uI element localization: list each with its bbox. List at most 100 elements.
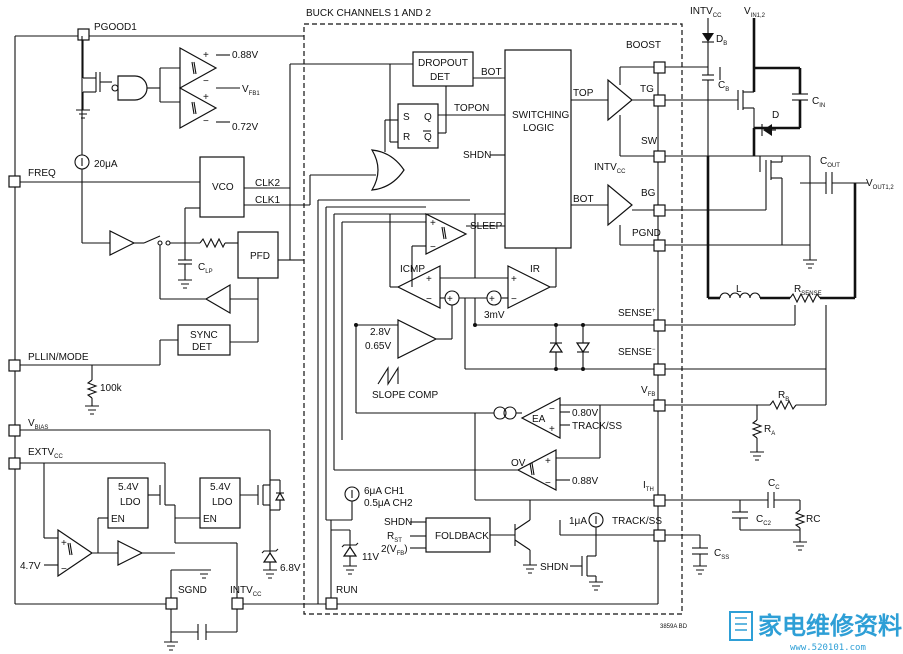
ldo1-en: EN: [111, 514, 125, 525]
ldo2-en: EN: [203, 514, 217, 525]
pin-tg[interactable]: [653, 94, 666, 107]
shdn-logic-label: SHDN: [463, 150, 491, 161]
sr-latch: [397, 103, 439, 149]
label-boost: BOOST: [626, 40, 661, 51]
pin-pllin[interactable]: [8, 359, 21, 372]
left-wiring: [14, 35, 304, 605]
svg-text:−: −: [426, 294, 432, 305]
label-072v: 0.72V: [232, 122, 258, 133]
resistor-rc: [794, 509, 806, 529]
slope-comp-buffer: [397, 319, 438, 359]
svg-text:+: +: [489, 294, 495, 305]
label-sense-p: SENSE+: [618, 308, 656, 319]
label-100k: 100k: [100, 383, 123, 394]
label-intvcc: INTVCC: [230, 585, 262, 598]
watermark: 家电维修资料网 www.520101.com: [729, 611, 903, 653]
label-intvcc-mid: INTVCC: [594, 162, 626, 175]
label-vout: VOUT1,2: [866, 178, 894, 191]
label-20ua: 20μA: [94, 159, 118, 170]
ov-label: OV: [511, 458, 526, 469]
pgood-comparator-upper: [179, 46, 218, 90]
slope-comp-label: SLOPE COMP: [372, 390, 438, 401]
foldback-block: [425, 517, 491, 553]
pin-sense-n[interactable]: [653, 363, 666, 376]
pin-sgnd[interactable]: [165, 597, 178, 610]
label-sense-n: SENSE−: [618, 347, 656, 358]
watermark-text: 家电维修资料网: [758, 612, 903, 640]
left-pins: [8, 28, 338, 610]
label-ith: ITH: [643, 480, 654, 493]
det-label: DET: [192, 342, 212, 353]
ldo2-vout: 5.4V: [210, 482, 231, 493]
label-1ua: 1μA: [569, 516, 587, 527]
topon-label: TOPON: [454, 103, 489, 114]
label-cin: CIN: [812, 96, 825, 109]
clk2-label: CLK2: [255, 178, 280, 189]
error-amplifier: [520, 397, 561, 439]
switching-logic-block: [504, 49, 572, 249]
ldo-1-block: [107, 477, 149, 529]
freq-buffer: [109, 230, 136, 256]
pin-sense-p[interactable]: [653, 319, 666, 332]
logic-label: LOGIC: [523, 123, 554, 134]
ldo-circuit: + −: [20, 429, 326, 651]
label-sw: SW: [641, 136, 658, 147]
pin-pgnd[interactable]: [653, 239, 666, 252]
label-47v: 4.7V: [20, 561, 41, 572]
svg-text:−: −: [203, 76, 209, 87]
ldo1-vout: 5.4V: [118, 482, 139, 493]
pin-bg[interactable]: [653, 204, 666, 217]
label-28v: 2.8V: [370, 327, 391, 338]
vco-label: VCO: [212, 182, 234, 193]
svg-text:+: +: [430, 218, 436, 229]
pin-track[interactable]: [653, 529, 666, 542]
channel-title: BUCK CHANNELS 1 AND 2: [306, 8, 431, 19]
pin-vbias[interactable]: [8, 424, 21, 437]
label-vfb: VFB: [641, 385, 655, 398]
pin-ith[interactable]: [653, 494, 666, 507]
label-track-ss: TRACK/SS: [572, 421, 622, 432]
label-pgood1: PGOOD1: [94, 22, 137, 33]
label-shdn-mosfet: SHDN: [540, 562, 568, 573]
pfd-label: PFD: [250, 251, 270, 262]
vco-block: [199, 156, 245, 218]
label-cc2: CC2: [756, 514, 772, 527]
sync-label: SYNC: [190, 330, 218, 341]
icmp-comparator: [396, 265, 441, 309]
pgood-comparator-lower: [179, 86, 218, 130]
svg-text:−: −: [61, 564, 67, 575]
icmp-label: ICMP: [400, 264, 425, 275]
ldo-2-block: [199, 477, 241, 529]
label-db: DB: [716, 34, 727, 47]
top-label: TOP: [573, 88, 594, 99]
label-065v: 0.65V: [365, 341, 391, 352]
pin-vfb[interactable]: [653, 399, 666, 412]
extvcc-inverter: [117, 540, 144, 566]
pin-intvcc[interactable]: [231, 597, 244, 610]
svg-text:−: −: [549, 404, 555, 415]
label-088v-ov: 0.88V: [572, 476, 598, 487]
label-intvcc-top: INTVCC: [690, 6, 722, 19]
label-clp: CLP: [198, 262, 213, 275]
switching-logic-area: + − + − + − + +: [290, 49, 659, 605]
extvcc-comparator: [57, 528, 94, 578]
rsense-resistor: [789, 292, 821, 304]
pin-run[interactable]: [325, 597, 338, 610]
ov-comparator: [516, 449, 557, 491]
ir-label: IR: [530, 264, 540, 275]
pin-sw[interactable]: [653, 150, 666, 163]
pin-pgood1[interactable]: [77, 28, 90, 41]
pll-feedback-buffer: [204, 283, 231, 315]
label-ra: RA: [764, 424, 775, 437]
label-080v: 0.80V: [572, 408, 598, 419]
pin-boost[interactable]: [653, 61, 666, 74]
label-rb: RB: [778, 390, 789, 403]
sawtooth-icon: [377, 366, 399, 386]
sleep-comparator: [425, 213, 468, 255]
label-rc: RC: [806, 514, 820, 525]
pin-freq[interactable]: [8, 175, 21, 188]
label-run: RUN: [336, 585, 358, 596]
svg-text:+: +: [426, 274, 432, 285]
pin-extvcc[interactable]: [8, 457, 21, 470]
pfd-block: [237, 231, 279, 279]
